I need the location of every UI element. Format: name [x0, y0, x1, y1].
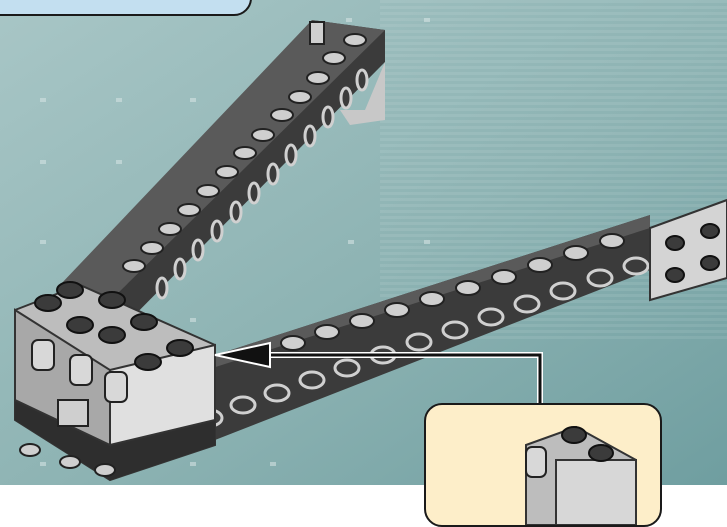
part-callout-inset	[424, 403, 662, 527]
step-callout-top	[0, 0, 252, 16]
brick-part-icon	[426, 405, 660, 525]
